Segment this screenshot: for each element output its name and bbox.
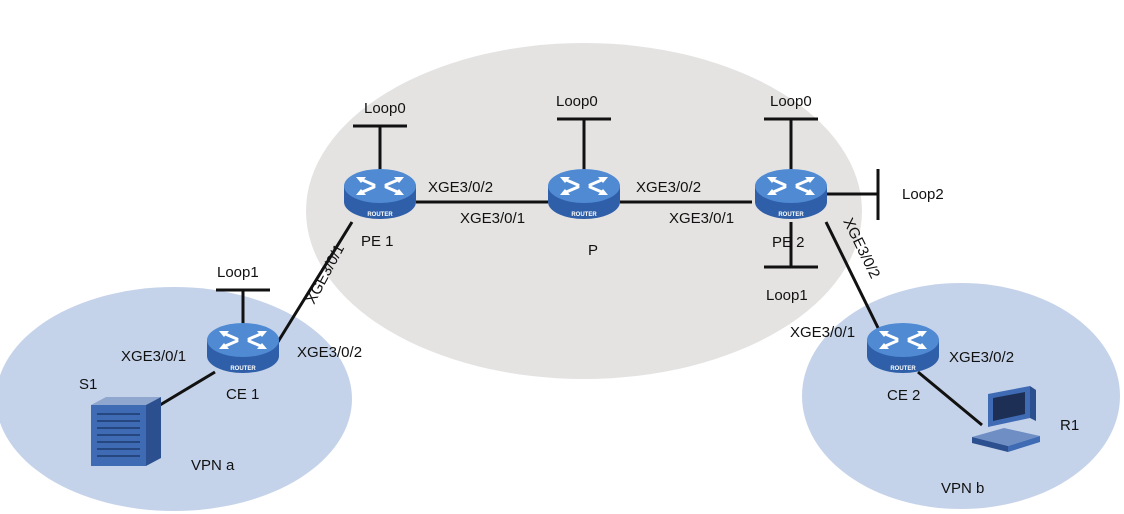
router-ce2: ROUTER <box>865 321 941 375</box>
router-icon-label: ROUTER <box>571 212 597 218</box>
computer-icon <box>972 386 1040 452</box>
link-ce1-pe1 <box>274 221 354 346</box>
interface-label-p-to-pe1: XGE3/0/1 <box>460 210 525 227</box>
loopback-label-p: Loop0 <box>556 93 598 110</box>
device-label-pe2: PE 2 <box>772 234 805 251</box>
router-pe1: ROUTER <box>342 167 418 221</box>
device-label-r1: R1 <box>1060 417 1079 434</box>
device-label-s1: S1 <box>79 376 97 393</box>
vpn-b-region <box>802 283 1120 509</box>
router-pe2: ROUTER <box>753 167 829 221</box>
loopback-label-pe2-bottom: Loop1 <box>766 287 808 304</box>
link-ce2-r1 <box>917 370 983 427</box>
loopback-label-pe1: Loop0 <box>364 100 406 117</box>
interface-label-ce1-to-pe1: XGE3/0/2 <box>297 344 362 361</box>
link-pe2-ce2 <box>824 221 886 341</box>
router-icon-label: ROUTER <box>890 366 916 372</box>
router-icon-label: ROUTER <box>367 212 393 218</box>
interface-label-pe1-to-p: XGE3/0/2 <box>428 179 493 196</box>
interface-label-ce1-to-s1: XGE3/0/1 <box>121 348 186 365</box>
region-label-vpn-a: VPN a <box>191 457 235 474</box>
router-icon-label: ROUTER <box>230 366 256 372</box>
server-icon <box>91 397 161 466</box>
router-ce1: ROUTER <box>205 321 281 375</box>
loopback-label-ce1: Loop1 <box>217 264 259 281</box>
router-icon-label: ROUTER <box>778 212 804 218</box>
loopback-label-pe2-top: Loop0 <box>770 93 812 110</box>
interface-label-ce2-to-pe2: XGE3/0/1 <box>790 324 855 341</box>
vpn-a-region <box>0 287 352 511</box>
loopback-label-pe2-right: Loop2 <box>902 186 944 203</box>
interface-label-pe2-to-p: XGE3/0/1 <box>669 210 734 227</box>
region-label-vpn-b: VPN b <box>941 480 984 497</box>
device-label-p: P <box>588 242 598 259</box>
router-p: ROUTER <box>546 167 622 221</box>
device-label-pe1: PE 1 <box>361 233 394 250</box>
link-ce1-s1 <box>159 370 216 407</box>
device-label-ce2: CE 2 <box>887 387 920 404</box>
interface-label-ce2-to-r1: XGE3/0/2 <box>949 349 1014 366</box>
device-label-ce1: CE 1 <box>226 386 259 403</box>
interface-label-p-to-pe2: XGE3/0/2 <box>636 179 701 196</box>
